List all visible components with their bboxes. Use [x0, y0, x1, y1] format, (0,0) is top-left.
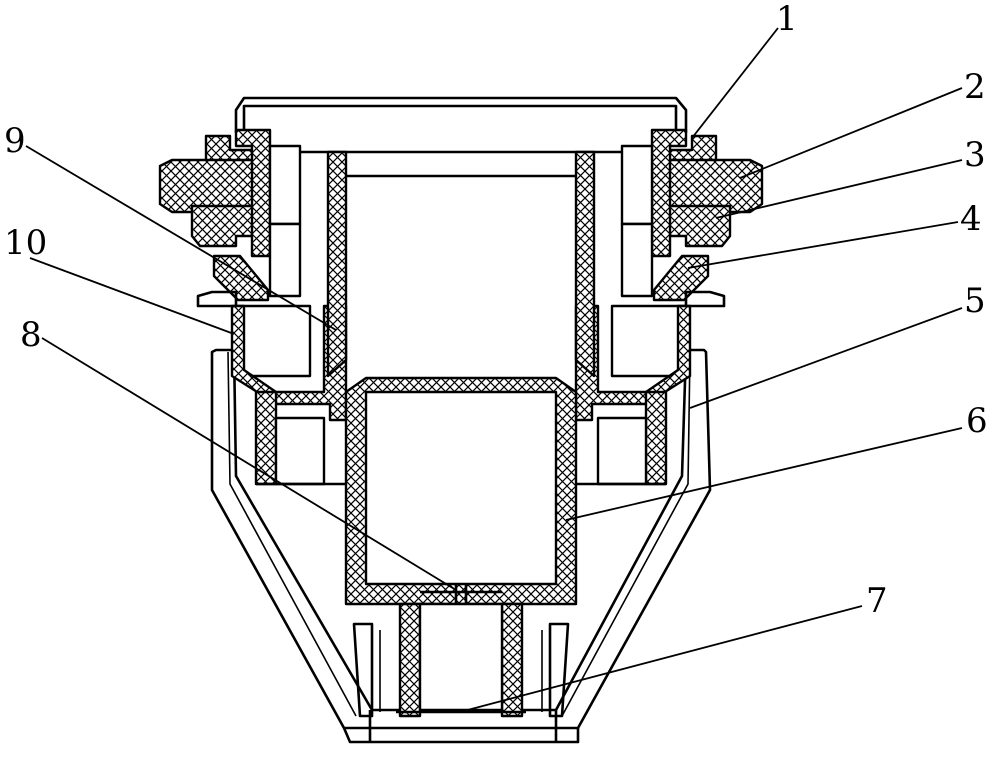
callout-6: 6: [966, 401, 988, 441]
callout-1: 1: [776, 0, 798, 39]
left-housing: [158, 128, 348, 486]
leader-7: [459, 605, 863, 713]
leader-5: [689, 307, 963, 409]
callout-5: 5: [964, 281, 986, 321]
leader-1: [691, 27, 779, 139]
callout-labels: 1 2 3 4 5 6 7 8 9 10: [4, 0, 988, 621]
central-tube: [300, 150, 622, 378]
leader-6: [565, 427, 963, 521]
top-cap: [234, 96, 688, 134]
callout-8: 8: [20, 315, 42, 355]
leader-3: [715, 159, 963, 219]
leader-2: [739, 87, 963, 179]
leader-10: [29, 257, 235, 335]
callout-2: 2: [964, 67, 986, 107]
leader-lines: [25, 27, 963, 713]
callout-7: 7: [866, 581, 888, 621]
callout-9: 9: [4, 121, 26, 161]
leader-9: [25, 145, 337, 331]
leader-8: [41, 337, 457, 591]
callout-3: 3: [964, 135, 986, 175]
leader-4: [687, 221, 959, 269]
right-housing: [574, 128, 764, 486]
inner-cup: [344, 376, 578, 718]
callout-4: 4: [960, 199, 982, 239]
callout-10: 10: [4, 223, 47, 263]
